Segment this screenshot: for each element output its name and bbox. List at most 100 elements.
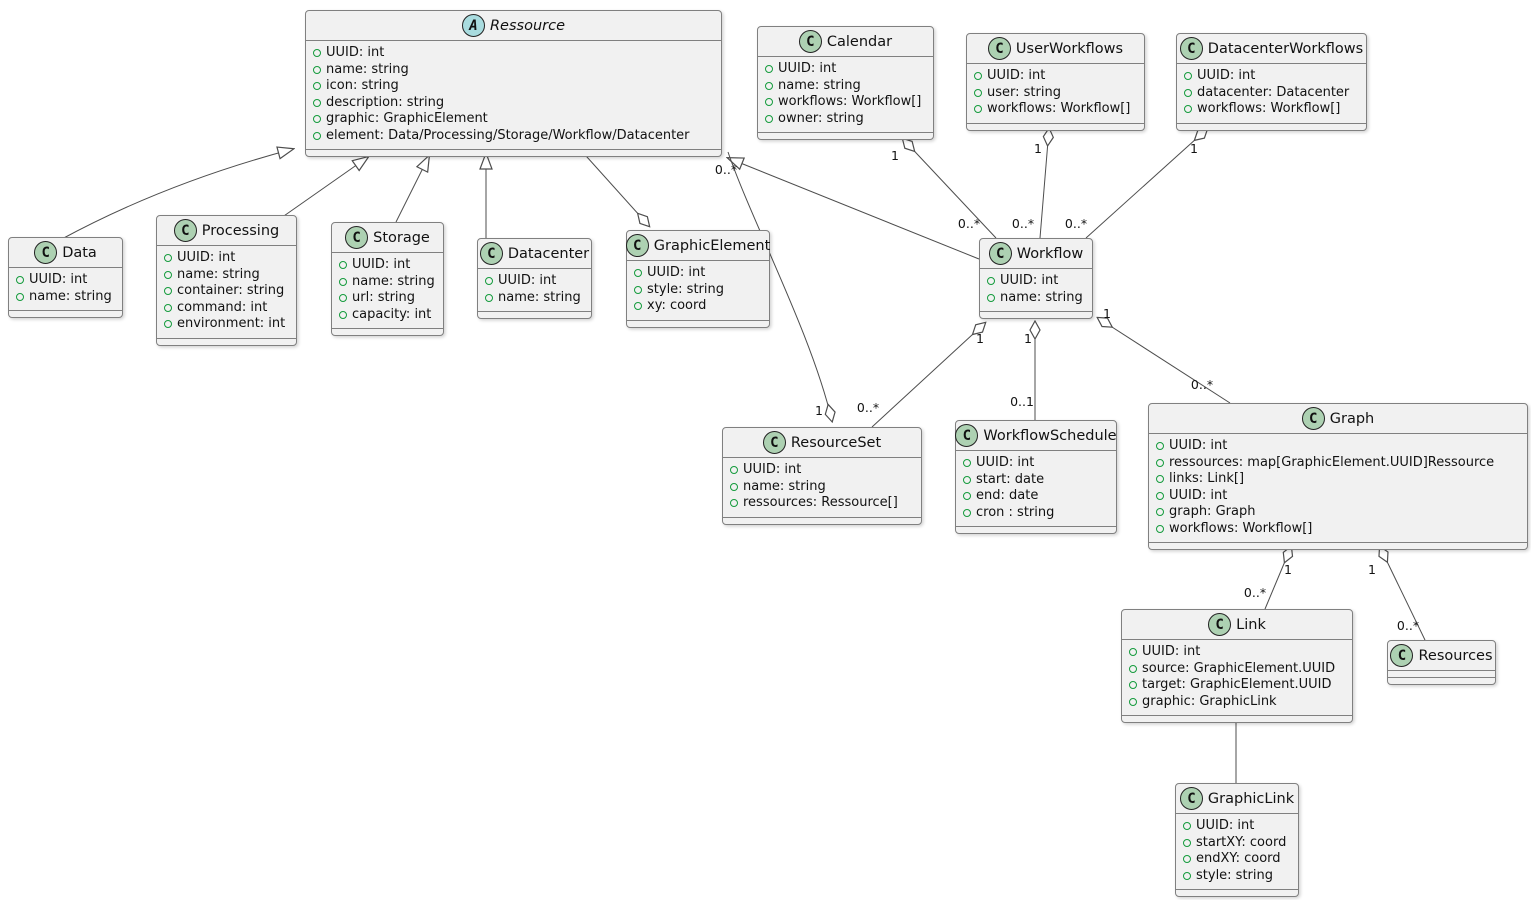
attribute-text: capacity: int [352, 306, 432, 322]
attribute-text: xy: coord [647, 298, 707, 313]
attribute-text: description: string [326, 94, 445, 110]
class-attribute: name: string [723, 479, 921, 496]
class-attribute: workflows: Workflow[] [1149, 521, 1527, 538]
field-visibility-icon [963, 492, 971, 501]
field-visibility-icon [1156, 491, 1164, 500]
field-visibility-icon [1129, 648, 1137, 657]
class-attribute: UUID: int [478, 273, 591, 290]
field-visibility-icon [963, 475, 971, 484]
mult-datacenterworkflows-owner: 1 [1190, 141, 1198, 156]
mult-datacenterworkflows-workflow: 0..* [1065, 216, 1087, 231]
attribute-text: UUID: int [29, 272, 88, 287]
attribute-text: UUID: int [1169, 438, 1228, 453]
class-attribute: UUID: int [1149, 488, 1527, 505]
field-visibility-icon [987, 293, 995, 302]
class-attribute: UUID: int [627, 265, 769, 282]
mult-userworkflows-workflow: 0..* [1012, 216, 1034, 231]
class-attribute: UUID: int [758, 61, 933, 78]
field-visibility-icon [1156, 508, 1164, 517]
class-attribute: name: string [157, 267, 296, 284]
edge-datacenterworkflows-workflow [1085, 129, 1207, 239]
methods-compartment [980, 311, 1092, 318]
class-attribute: command: int [157, 300, 296, 317]
class-attribute: end: date [956, 488, 1116, 505]
class-name: Graph [1329, 410, 1375, 427]
field-visibility-icon [313, 82, 321, 91]
attribute-text: cron : string [976, 504, 1055, 520]
attribute-text: style: string [1196, 867, 1274, 883]
field-visibility-icon [1184, 72, 1192, 81]
mult-calendar-owner: 1 [891, 148, 899, 163]
attribute-text: UUID: int [976, 455, 1035, 470]
attribute-text: workflows: Workflow[] [1169, 520, 1313, 536]
class-name: Resources [1418, 647, 1493, 664]
field-visibility-icon [485, 277, 493, 286]
class-attribute: graphic: GraphicLink [1122, 694, 1352, 711]
field-visibility-icon [1129, 681, 1137, 690]
field-visibility-icon [339, 261, 347, 270]
attribute-text: graphic: GraphicElement [326, 111, 488, 126]
attribute-text: UUID: int [177, 250, 236, 265]
field-visibility-icon [730, 466, 738, 475]
class-attribute: ressources: Ressource[] [723, 495, 921, 512]
class-storage-title: C Storage [332, 223, 443, 253]
attribute-text: UUID: int [498, 273, 557, 288]
field-visibility-icon [339, 310, 347, 319]
class-attribute: icon: string [306, 78, 721, 95]
edge-data-extends-ressource [59, 149, 293, 241]
class-icon: C [625, 234, 649, 257]
attribute-text: ressources: Ressource[] [743, 495, 898, 510]
attribute-text: name: string [177, 266, 260, 282]
attribute-text: name: string [743, 478, 826, 494]
class-name: Calendar [826, 33, 893, 50]
class-attribute: owner: string [758, 111, 933, 128]
class-name: DatacenterWorkflows [1207, 40, 1364, 57]
class-name: WorkflowSchedule [983, 427, 1117, 444]
class-attribute: links: Link[] [1149, 471, 1527, 488]
mult-resourceset-ressource: 0..* [715, 162, 737, 177]
attribute-text: UUID: int [647, 265, 706, 280]
field-visibility-icon [313, 65, 321, 74]
field-visibility-icon [1184, 105, 1192, 114]
class-attribute: UUID: int [157, 250, 296, 267]
edge-workflow-graph [1098, 318, 1231, 404]
attribute-text: source: GraphicElement.UUID [1142, 660, 1336, 676]
class-name: Workflow [1016, 245, 1084, 262]
class-datacenterworkflows-title: C DatacenterWorkflows [1177, 34, 1366, 64]
attribute-text: UUID: int [743, 462, 802, 477]
class-name: Link [1236, 616, 1266, 633]
field-visibility-icon [485, 293, 493, 302]
field-visibility-icon [730, 499, 738, 508]
class-attribute: UUID: int [1176, 818, 1298, 835]
attribute-text: user: string [987, 84, 1061, 100]
methods-compartment [9, 310, 122, 317]
class-attribute: name: string [9, 289, 122, 306]
mult-resourceset-owner: 1 [815, 403, 823, 418]
class-attribute: container: string [157, 283, 296, 300]
attribute-text: workflows: Workflow[] [778, 94, 922, 109]
class-attribute: UUID: int [980, 273, 1092, 290]
field-visibility-icon [730, 482, 738, 491]
field-visibility-icon [634, 269, 642, 278]
field-visibility-icon [1129, 664, 1137, 673]
field-visibility-icon [164, 303, 172, 312]
class-attribute: UUID: int [1149, 438, 1527, 455]
class-icon: C [955, 424, 979, 447]
class-attribute: UUID: int [967, 68, 1144, 85]
attribute-text: endXY: coord [1196, 851, 1281, 866]
field-visibility-icon [765, 65, 773, 74]
methods-compartment [627, 319, 769, 327]
edge-graph-link [1264, 547, 1291, 610]
field-visibility-icon [1156, 442, 1164, 451]
attribute-text: graphic: GraphicLink [1142, 693, 1277, 709]
field-visibility-icon [1183, 838, 1191, 847]
